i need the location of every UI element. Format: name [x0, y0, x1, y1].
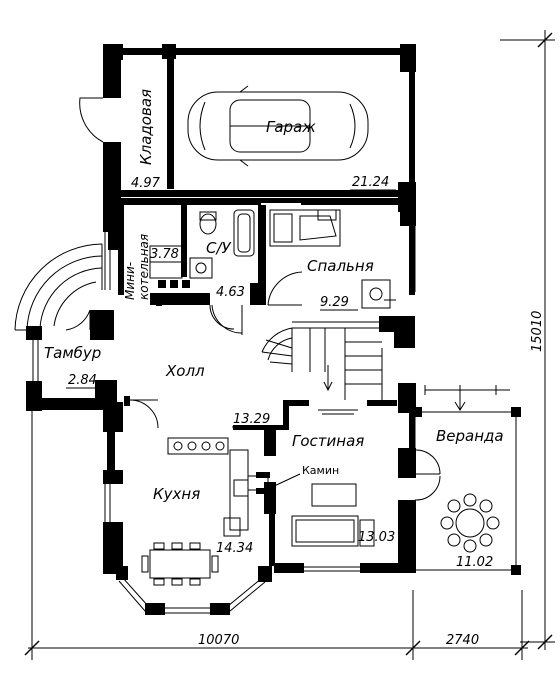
bathroom-area: 4.63 — [216, 285, 245, 300]
dimension-total-height: 15010 — [530, 311, 545, 352]
garage-area: 21.24 — [352, 175, 389, 190]
bedroom-desk — [361, 279, 396, 309]
car — [187, 85, 369, 167]
bedroom-area: 9.29 — [320, 295, 349, 310]
hall-area: 13.29 — [233, 412, 270, 427]
fireplace — [247, 472, 301, 494]
doors — [14, 97, 441, 501]
kitchen-table — [141, 542, 219, 586]
living-name: Гостиная — [292, 432, 364, 450]
bedroom-name: Спальня — [307, 257, 374, 275]
veranda-area: 11.02 — [456, 555, 493, 570]
room-labels: Кладовая 4.97 Гараж 21.24 Мини- котельна… — [44, 89, 504, 570]
hall-name: Холл — [165, 362, 205, 380]
dimension-veranda-width: 2740 — [446, 633, 479, 648]
staircase — [261, 321, 383, 400]
vestibule-area: 2.84 — [68, 373, 97, 388]
walls — [26, 44, 521, 615]
boiler-name-line2: котельная — [137, 234, 151, 300]
kitchen-name: Кухня — [153, 485, 200, 503]
fireplace-label: Камин — [302, 464, 339, 477]
dimension-labels: 10070 2740 15010 — [198, 311, 545, 648]
living-area: 13.03 — [358, 530, 395, 545]
vestibule-name: Тамбур — [44, 344, 101, 362]
veranda-furniture — [424, 385, 510, 553]
bathroom-name: С/У — [206, 239, 232, 257]
boiler-area: 3.78 — [150, 247, 179, 262]
kitchen-area: 14.34 — [216, 541, 253, 556]
bathroom-fixtures — [189, 209, 255, 279]
bed — [269, 209, 341, 247]
pantry-area: 4.97 — [131, 176, 161, 191]
boiler-name-line1: Мини- — [123, 262, 137, 300]
veranda-name: Веранда — [436, 427, 504, 445]
windows — [32, 226, 517, 614]
dimension-lines — [24, 30, 555, 660]
pantry-name: Кладовая — [137, 89, 155, 165]
garage-name: Гараж — [266, 118, 316, 136]
dimension-main-width: 10070 — [198, 633, 239, 648]
area-underlines — [66, 189, 396, 428]
living-furniture — [291, 409, 375, 547]
